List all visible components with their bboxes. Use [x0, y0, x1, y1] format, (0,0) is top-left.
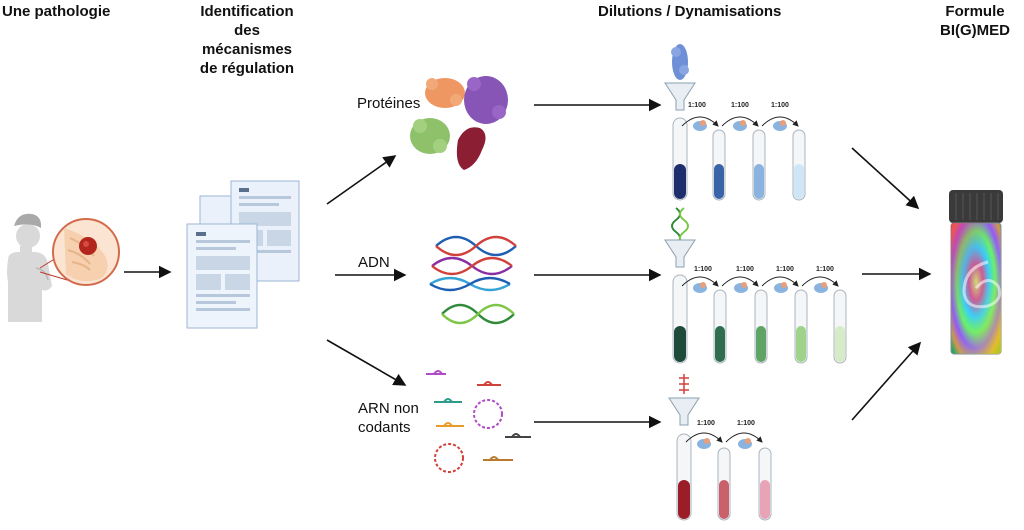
- header-formule-line1: Formule: [945, 3, 1005, 20]
- proteins-icon: [410, 76, 508, 170]
- arrow: [326, 155, 397, 205]
- breast-tumor-icon: [52, 218, 120, 286]
- arrow: [851, 341, 922, 421]
- dilution-arrows: [681, 116, 799, 127]
- remedy-bottle-icon: [949, 190, 1003, 355]
- ratio-label: 1:100: [816, 266, 834, 273]
- label-rna-line2: codants: [358, 419, 411, 436]
- ratio-label: 1:100: [736, 266, 754, 273]
- ratio-label: 1:100: [771, 102, 789, 109]
- header-dilutions: Dilutions / Dynamisations: [598, 3, 782, 20]
- label-rna-line1: ARN non: [358, 400, 419, 417]
- dna-funnel-icon: [664, 207, 696, 268]
- ratio-label: 1:100: [776, 266, 794, 273]
- header-formule: Formule BI(G)MED: [930, 2, 1020, 40]
- ratio-label: 1:100: [697, 420, 715, 427]
- ratio-label: 1:100: [731, 102, 749, 109]
- pipette-icon: [693, 120, 787, 131]
- header-formule-line2: BI(G)MED: [940, 22, 1010, 39]
- pipette-icon: [693, 282, 828, 293]
- ratio-label: 1:100: [737, 420, 755, 427]
- ratio-label: 1:100: [694, 266, 712, 273]
- dna-icon: [429, 235, 517, 325]
- patient-figure-icon: [7, 213, 52, 322]
- dilution-arrows: [685, 432, 763, 443]
- header-identification: Identification des mécanismes de régulat…: [182, 2, 312, 78]
- label-dna: ADN: [358, 254, 390, 271]
- label-proteins: Protéines: [357, 95, 421, 112]
- header-identification-line2: des: [234, 22, 260, 39]
- pipette-icon: [697, 438, 752, 449]
- header-identification-line4: de régulation: [199, 60, 295, 77]
- arrow: [326, 339, 407, 386]
- protein-funnel-icon: [664, 44, 696, 111]
- header-identification-line3: mécanismes: [201, 41, 293, 58]
- dna-tube-row: [672, 274, 847, 364]
- label-rna: ARN non codants: [358, 399, 419, 437]
- rna-icon: [426, 370, 531, 473]
- documents-icon: [186, 180, 300, 329]
- header-identification-line1: Identification: [200, 3, 294, 20]
- rna-funnel-icon: [668, 374, 700, 426]
- rna-tube-row: [676, 433, 772, 521]
- arrow: [851, 147, 920, 210]
- header-pathology: Une pathologie: [2, 3, 111, 20]
- ratio-label: 1:100: [688, 102, 706, 109]
- protein-tube-row: [672, 117, 806, 201]
- dilution-arrows: [681, 276, 839, 287]
